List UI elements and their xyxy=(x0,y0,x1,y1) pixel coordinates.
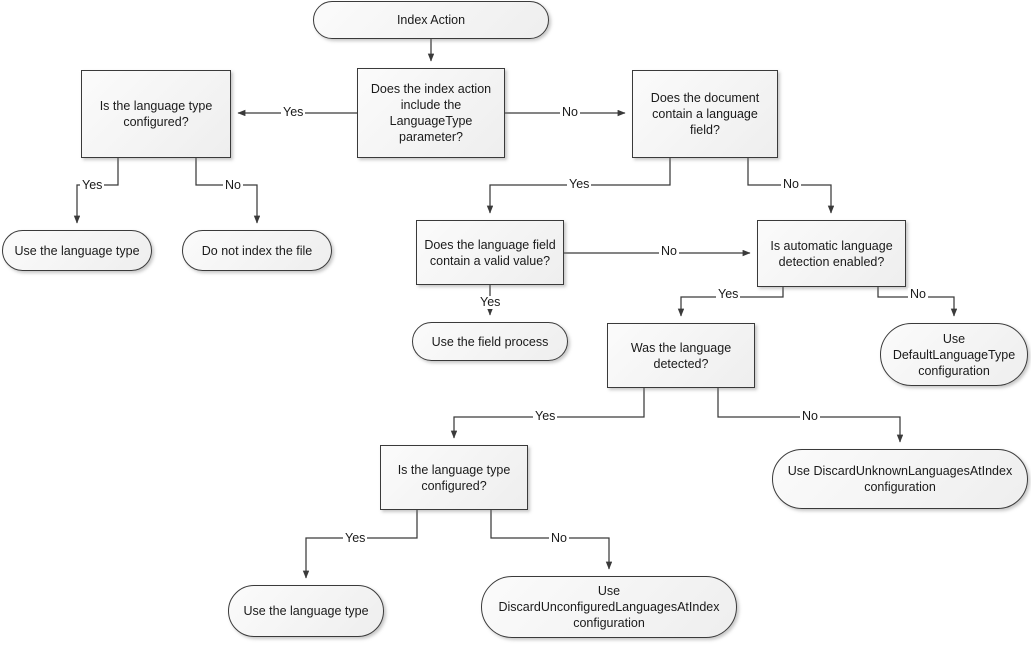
node-label: Does the index action include the Langua… xyxy=(370,82,492,144)
edge-label-autodetection-yes: Yes xyxy=(716,287,741,301)
edge-label-autodetection-no: No xyxy=(908,287,928,301)
node-use-field-process[interactable]: Use the field process xyxy=(412,322,568,361)
node-lang-type-configured-top[interactable]: Is the language type configured? xyxy=(81,70,231,158)
node-use-language-type-bottom[interactable]: Use the language type xyxy=(228,585,384,637)
edge-label-dochaslanguagefield-yes: Yes xyxy=(567,177,592,191)
edge-label-fieldvalidvalue-no: No xyxy=(659,244,679,258)
edge-label-langtypeconfiguredtop-no: No xyxy=(223,178,243,192)
node-use-discardunconfigured[interactable]: Use DiscardUnconfiguredLanguagesAtIndex … xyxy=(481,576,737,638)
edge-label-dochaslanguagefield-no: No xyxy=(781,177,801,191)
node-includes-languagetype[interactable]: Does the index action include the Langua… xyxy=(357,68,505,158)
node-label: Does the language field contain a valid … xyxy=(424,237,556,268)
node-do-not-index[interactable]: Do not index the file xyxy=(182,230,332,271)
node-index-action[interactable]: Index Action xyxy=(313,1,549,39)
node-label: Use DiscardUnconfiguredLanguagesAtIndex … xyxy=(498,584,720,630)
node-label: Do not index the file xyxy=(201,243,313,258)
edge-label-languagedetected-yes: Yes xyxy=(533,409,558,423)
node-label: Is the language type configured? xyxy=(397,462,511,493)
edge-label-fieldvalidvalue-yes: Yes xyxy=(478,295,503,309)
edge-label-languagedetected-no: No xyxy=(800,409,820,423)
node-language-detected[interactable]: Was the language detected? xyxy=(607,323,755,388)
edge-label-includes-languagetype-yes: Yes xyxy=(281,105,306,119)
edge-label-langtypeconfiguredbot-no: No xyxy=(549,531,569,545)
node-label: Use the field process xyxy=(431,334,549,349)
node-label: Use DiscardUnknownLanguagesAtIndex confi… xyxy=(787,464,1013,494)
node-lang-type-configured-bottom[interactable]: Is the language type configured? xyxy=(380,445,528,510)
node-auto-detection-enabled[interactable]: Is automatic language detection enabled? xyxy=(757,220,906,287)
node-label: Is automatic language detection enabled? xyxy=(770,238,893,269)
node-doc-has-language-field[interactable]: Does the document contain a language fie… xyxy=(632,70,778,158)
node-use-language-type-top[interactable]: Use the language type xyxy=(2,230,152,271)
node-label: Use the language type xyxy=(14,243,140,258)
node-label: Is the language type configured? xyxy=(99,99,213,129)
edge-label-langtypeconfiguredtop-yes: Yes xyxy=(80,178,105,192)
edge-label-includes-languagetype-no: No xyxy=(560,105,580,119)
node-label: Use DefaultLanguageType configuration xyxy=(892,331,1016,378)
node-use-defaultlanguagetype[interactable]: Use DefaultLanguageType configuration xyxy=(880,323,1028,386)
edge-label-langtypeconfiguredbot-yes: Yes xyxy=(343,531,368,545)
node-field-valid-value[interactable]: Does the language field contain a valid … xyxy=(416,220,564,285)
node-label: Index Action xyxy=(396,13,466,27)
node-use-discardunknown[interactable]: Use DiscardUnknownLanguagesAtIndex confi… xyxy=(772,449,1028,509)
node-label: Was the language detected? xyxy=(630,340,732,371)
node-label: Does the document contain a language fie… xyxy=(650,91,760,137)
node-label: Use the language type xyxy=(243,604,369,618)
